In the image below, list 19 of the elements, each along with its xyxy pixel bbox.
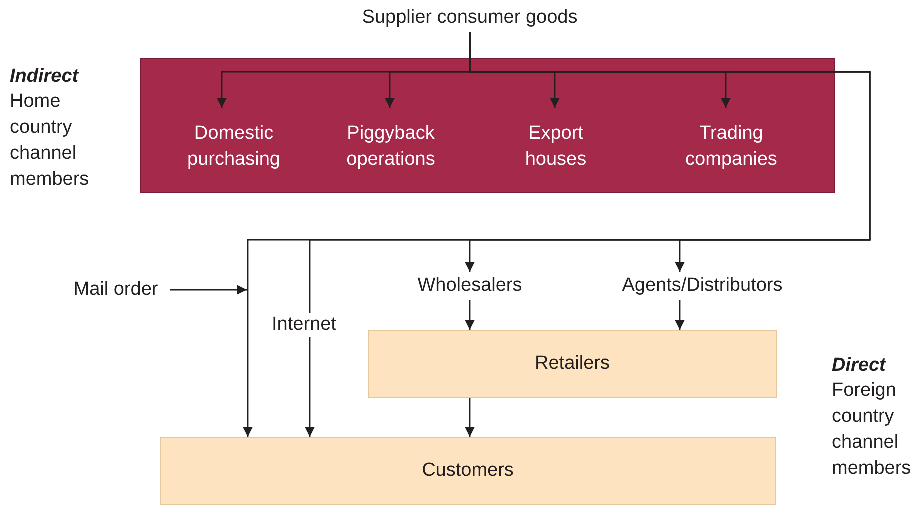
channel-label: Domestic purchasing (164, 109, 304, 185)
source-label: Mail order (62, 276, 170, 304)
channel-panel (140, 58, 835, 193)
channel-label: Export houses (506, 109, 606, 185)
supplier-label: Supplier consumer goods (330, 4, 610, 32)
arrow (170, 285, 247, 295)
arrow (465, 398, 475, 437)
arrow (465, 300, 475, 330)
retailers-box: Retailers (368, 330, 777, 398)
group-heading: Direct (832, 354, 888, 378)
channel-label: Agents/Distributors (605, 272, 800, 300)
channel-label: Trading companies (659, 109, 804, 185)
customers-box: Customers (160, 437, 776, 505)
arrow (675, 300, 685, 330)
group-note: Home country channel members (10, 90, 90, 192)
channel-label: Wholesalers (405, 272, 535, 300)
group-note: Foreign country channel members (832, 379, 912, 481)
group-heading: Indirect (10, 65, 80, 89)
channel-label: Piggyback operations (321, 109, 461, 185)
